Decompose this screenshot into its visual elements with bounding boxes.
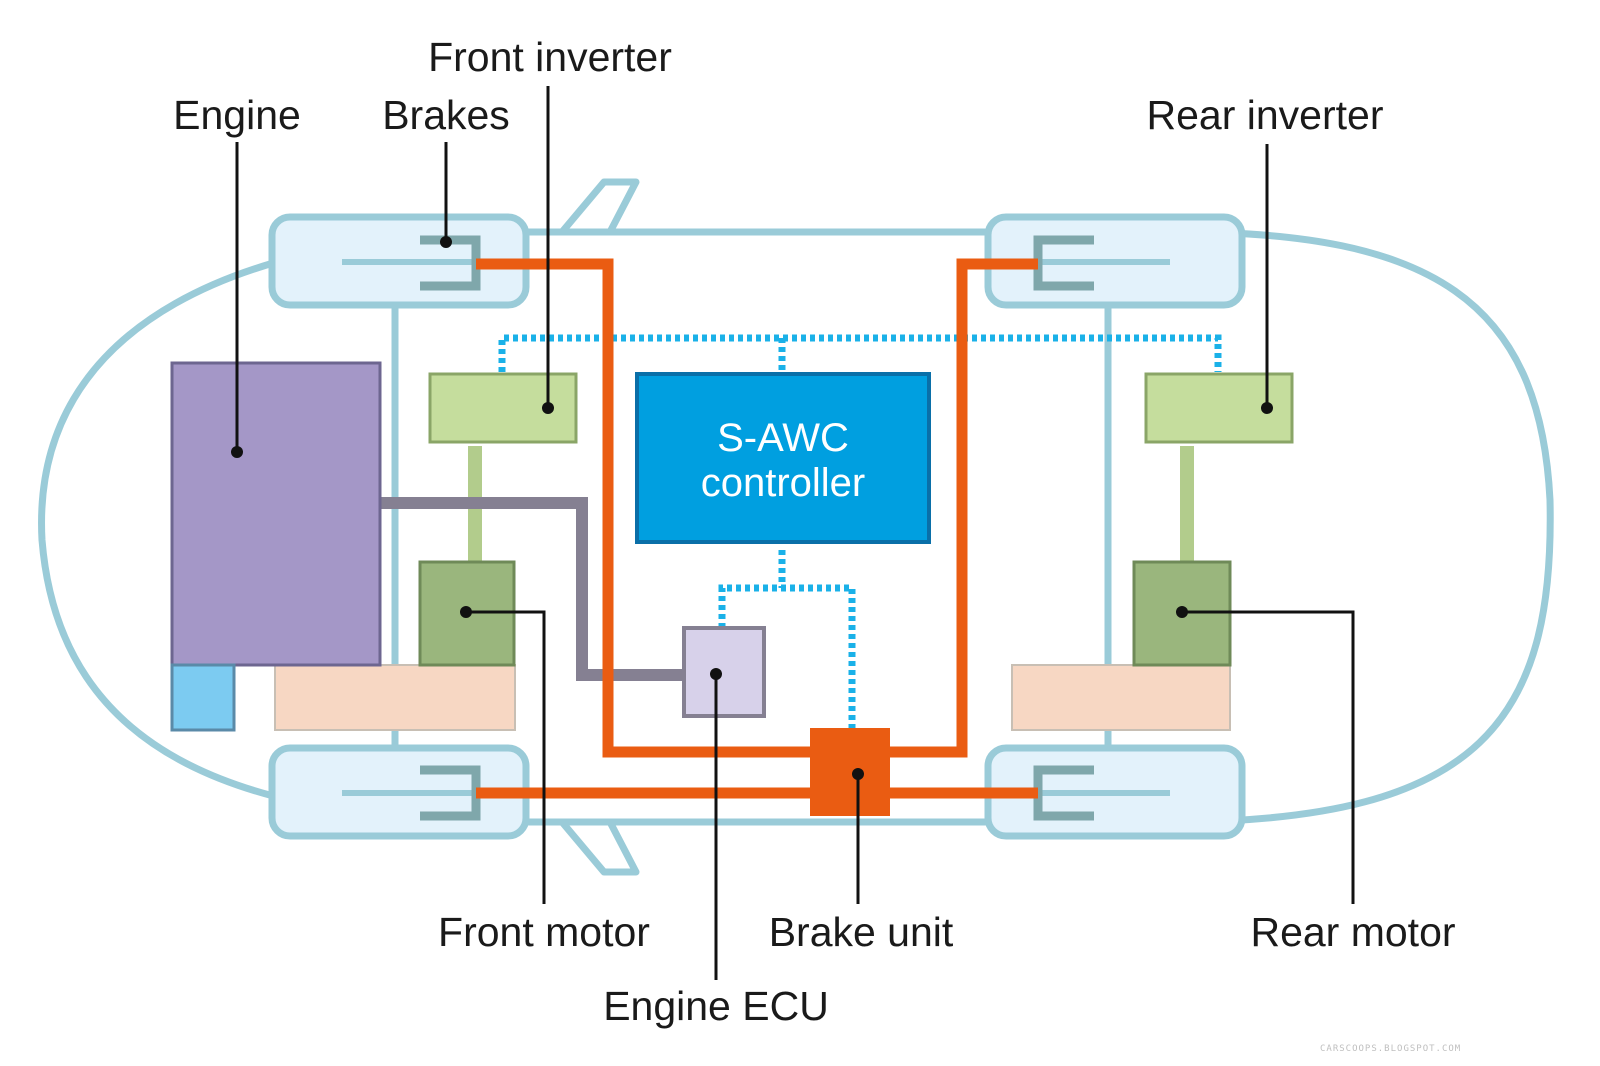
wheel-front-right	[268, 744, 530, 840]
label-engine-ecu: Engine ECU	[603, 983, 829, 1029]
front-inverter	[428, 372, 578, 444]
watermark: CARSCOOPS.BLOGSPOT.COM	[1320, 1044, 1461, 1054]
leader-dots	[231, 236, 1273, 780]
brake-lines	[476, 258, 1038, 799]
controller-label-line1: S-AWC	[717, 416, 849, 460]
right-mirror	[558, 818, 640, 876]
leader-lines	[235, 86, 1355, 980]
label-front-inverter: Front inverter	[428, 34, 672, 80]
s-awc-controller-box	[635, 372, 931, 544]
engine-ecu-line	[380, 497, 684, 681]
label-engine: Engine	[173, 92, 301, 138]
left-mirror	[558, 178, 640, 236]
signal-lines	[498, 334, 1222, 728]
label-brake-unit: Brake unit	[769, 909, 954, 955]
controller-label-line2: controller	[701, 461, 866, 505]
engine-small-block	[170, 663, 236, 732]
rear-inverter-motor-link	[1180, 446, 1194, 564]
brake-unit-box	[810, 728, 890, 816]
engine-block	[170, 361, 382, 667]
label-rear-motor: Rear motor	[1250, 909, 1455, 955]
label-brakes: Brakes	[382, 92, 510, 138]
label-rear-inverter: Rear inverter	[1147, 92, 1384, 138]
engine-ecu-box	[682, 626, 766, 718]
front-transmission	[274, 664, 516, 731]
rear-transmission	[1011, 664, 1231, 731]
label-front-motor: Front motor	[438, 909, 650, 955]
